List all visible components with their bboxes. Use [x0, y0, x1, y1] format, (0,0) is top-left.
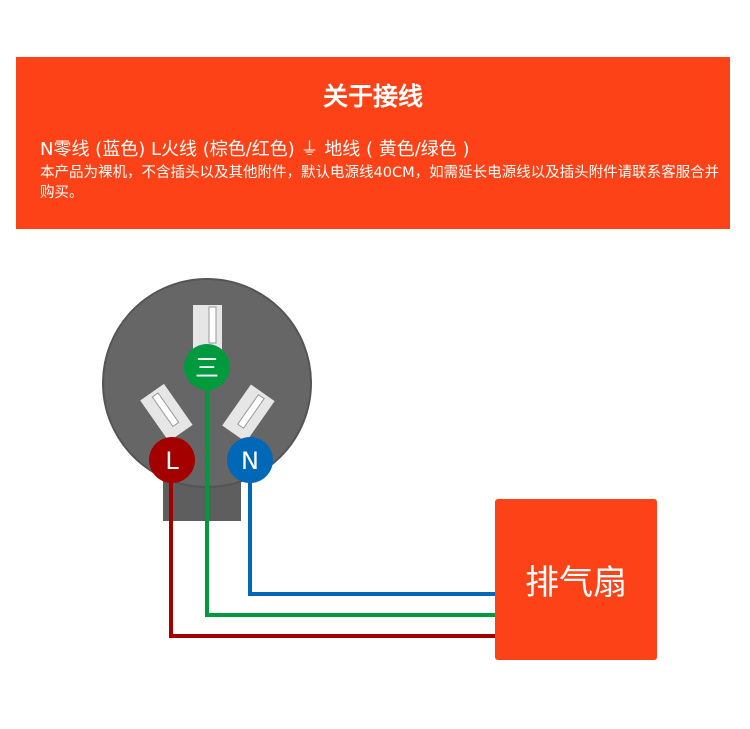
earth-wire	[205, 368, 495, 617]
neutral-pin	[222, 384, 275, 443]
live-pin	[140, 383, 193, 442]
neutral-label: N	[241, 447, 259, 475]
exhaust-fan-box: 排气扇	[495, 499, 657, 660]
product-note: 本产品为裸机，不含插头以及其他附件，默认电源线40CM，如需延长电源线以及插头附…	[40, 165, 720, 201]
neutral-terminal	[227, 437, 273, 483]
info-banner: 关于接线 N零线 (蓝色) L火线 (棕色/红色) ⏚ 地线 ( 黄色/绿色 )…	[16, 57, 730, 229]
earth-terminal	[184, 344, 230, 390]
banner-title: 关于接线	[322, 82, 423, 111]
live-terminal	[149, 437, 195, 483]
neutral-wire	[248, 460, 495, 596]
exhaust-fan-label: 排气扇	[525, 563, 627, 603]
live-label: L	[165, 447, 179, 475]
live-wire	[169, 460, 495, 638]
earth-label: 三	[195, 354, 219, 382]
wire-color-legend: N零线 (蓝色) L火线 (棕色/红色) ⏚ 地线 ( 黄色/绿色 )	[40, 139, 470, 160]
